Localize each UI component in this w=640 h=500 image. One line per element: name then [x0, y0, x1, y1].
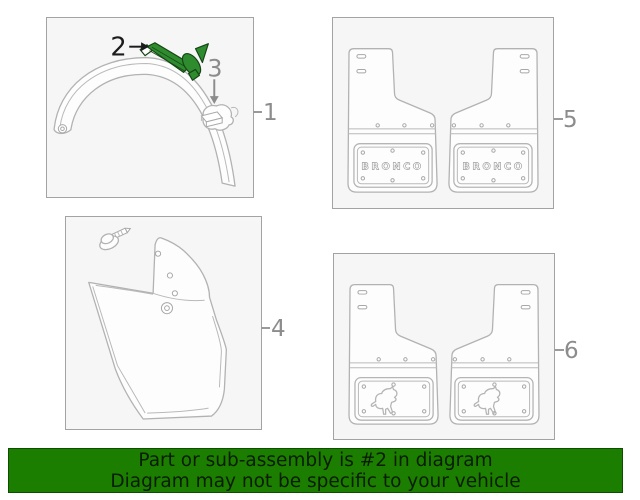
push-pin-fastener-highlighted[interactable] — [139, 42, 209, 81]
banner-line-2: Diagram may not be specific to your vehi… — [110, 470, 521, 492]
retainer-clip-art — [200, 104, 239, 131]
pin-shaft-line — [151, 46, 187, 68]
wheel-arch-band — [53, 56, 236, 187]
callout-5-tick — [554, 118, 563, 120]
pin-fin — [194, 43, 209, 64]
wheel-arch-molding-art: 2 3 — [53, 33, 239, 187]
banner-line-1: Part or sub-assembly is #2 in diagram — [138, 449, 493, 471]
callout-5-label[interactable]: 5 — [563, 107, 578, 133]
pin-shaft-line — [149, 50, 185, 72]
callout-6-tick — [555, 349, 564, 351]
screw-art — [99, 227, 132, 251]
callout-6-label[interactable]: 6 — [564, 338, 579, 364]
arch-end-cap-hole — [60, 126, 65, 132]
plate-brand-text-right: BRONCO — [462, 161, 524, 172]
mud-flap-left — [348, 284, 439, 425]
pin-stub — [187, 68, 201, 81]
callout-1-label[interactable]: 1 — [263, 100, 278, 126]
callout-3-label[interactable]: 3 — [207, 54, 222, 82]
splash-guard-art — [88, 227, 227, 420]
callout-2-label[interactable]: 2 — [110, 33, 126, 63]
callout-4-tick — [261, 327, 270, 329]
diagram-box-wheel-arch[interactable]: 2 3 — [46, 17, 254, 198]
diagram-box-splash-guard[interactable] — [65, 216, 262, 430]
callout-1-tick — [253, 111, 262, 113]
diagram-box-mud-flaps-bronco-text[interactable]: BRONCO BRONCO — [332, 17, 554, 209]
callout-4-label[interactable]: 4 — [271, 316, 286, 342]
arrow-down-icon — [209, 79, 219, 105]
plate-brand-text-left: BRONCO — [361, 161, 423, 172]
mud-flap-pair-bronco-text-art: BRONCO BRONCO — [347, 48, 539, 193]
result-banner: Part or sub-assembly is #2 in diagram Di… — [8, 448, 623, 493]
mud-flap-pair-bronco-logo-art — [348, 284, 540, 425]
diagram-box-mud-flaps-bronco-logo[interactable] — [333, 253, 555, 440]
wheel-arch-accent-line — [59, 62, 230, 183]
arrow-right-icon — [129, 42, 150, 52]
splash-guard-body — [88, 237, 227, 420]
